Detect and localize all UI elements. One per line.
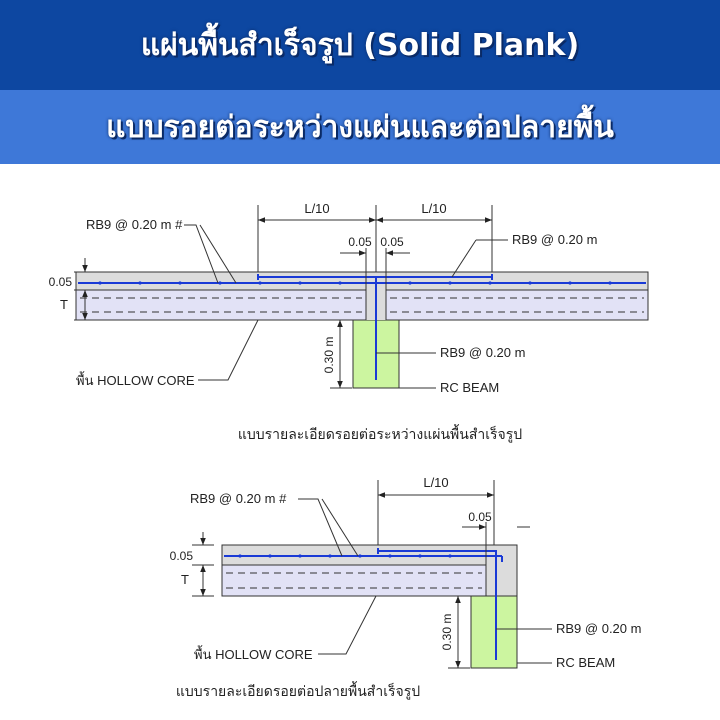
rc-beam-label: RC BEAM [556, 655, 615, 670]
beam-depth-label: 0.30 m [440, 614, 454, 651]
dim-gap-left-label: 0.05 [348, 235, 372, 249]
core-thickness-label: T [181, 572, 189, 587]
rebar-dots [98, 281, 612, 285]
hollow-core-label: พื้น HOLLOW CORE [194, 645, 313, 662]
dim-top-label: L/10 [423, 475, 448, 490]
dim-gap-right-label: 0.05 [380, 235, 404, 249]
beam-rebar-label: RB9 @ 0.20 m [440, 345, 525, 360]
core-thickness-label: T [60, 297, 68, 312]
beam-depth-label: 0.30 m [322, 337, 336, 374]
caption-joint: แบบรายละเอียดรอยต่อระหว่างแผ่นพื้นสำเร็จ… [238, 424, 522, 443]
rebar-dots [238, 554, 452, 558]
rebar-mesh-label: RB9 @ 0.20 m # [190, 491, 287, 506]
caption-end: แบบรายละเอียดรอยต่อปลายพื้นสำเร็จรูป [176, 681, 420, 700]
top-thickness-label: 0.05 [49, 275, 73, 289]
joint-detail-diagram: L/10 L/10 0.05 0.05 0.05 T RB9 @ 0.20 m … [49, 201, 649, 443]
top-thickness-label: 0.05 [170, 549, 194, 563]
rebar-top-label: RB9 @ 0.20 m [512, 232, 597, 247]
end-detail-diagram: L/10 0.05 0.05 T RB9 @ 0.20 m # RB9 @ 0.… [170, 475, 642, 700]
hollow-core-right [385, 289, 649, 321]
rebar-hook [378, 550, 497, 660]
hollow-core [221, 564, 487, 597]
dim-left-label: L/10 [304, 201, 329, 216]
page-title: แผ่นพื้นสำเร็จรูป (Solid Plank) [140, 27, 580, 63]
page-subtitle: แบบรอยต่อระหว่างแผ่นและต่อปลายพื้น [106, 109, 614, 145]
dim-right-label: L/10 [421, 201, 446, 216]
hollow-core-left [75, 289, 367, 321]
dim-gap-label: 0.05 [468, 510, 492, 524]
subtitle-band: แบบรอยต่อระหว่างแผ่นและต่อปลายพื้น [0, 90, 720, 164]
beam-rebar-label: RB9 @ 0.20 m [556, 621, 641, 636]
title-band: แผ่นพื้นสำเร็จรูป (Solid Plank) [0, 0, 720, 90]
hollow-core-label: พื้น HOLLOW CORE [76, 371, 195, 388]
rebar-mesh-label: RB9 @ 0.20 m # [86, 217, 183, 232]
rc-beam-label: RC BEAM [440, 380, 499, 395]
rc-beam [470, 595, 518, 669]
